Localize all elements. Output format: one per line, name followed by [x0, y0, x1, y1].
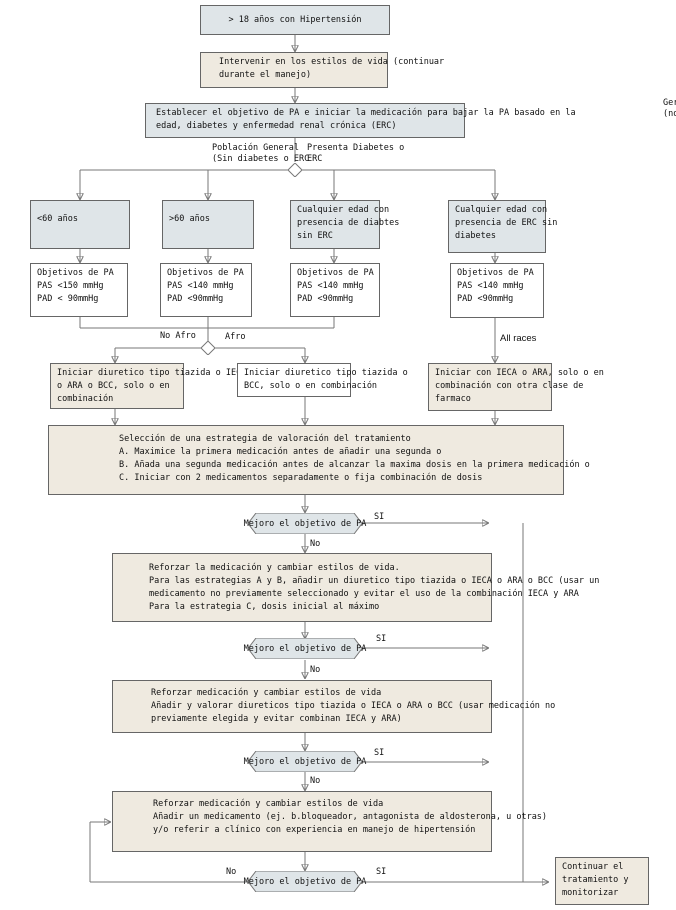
goals-erc: Objetivos de PA PAS <140 mmHg PAD <90mmH… [450, 263, 544, 318]
decision-3: Mejoro el objetivo de PA [244, 751, 366, 772]
decision-diamond [288, 163, 302, 177]
label-no-1: No [310, 539, 321, 549]
objective-line: Establecer el objetivo de PA e iniciar l… [156, 108, 576, 118]
treatment-no-afro: Iniciar diuretico tipo tiazida o IECA o … [50, 363, 246, 409]
decision-2: Mejoro el objetivo de PA [244, 638, 366, 659]
branch-label-general: Población General (Sin diabetes o ERC [212, 143, 310, 164]
label-all-races: All races [500, 333, 537, 344]
label-si-1: SI [374, 512, 385, 522]
step-1-box: Reforzar la medicación y cambiar estilos… [112, 553, 599, 622]
group-title-diabetes: Cualquier edad con presencia de diabtes … [290, 200, 399, 249]
start-box: > 18 años con Hipertensión [200, 5, 390, 35]
label-si-4: SI [376, 867, 387, 877]
lifestyle-box: Intervenir en los estilos de vida (conti… [200, 52, 445, 88]
group-title-erc: Cualquier edad con presencia de ERC sin … [448, 200, 557, 253]
treatment-all-races: Iniciar con IECA o ARA, solo o en combin… [428, 363, 604, 411]
decision-4: Mejoro el objetivo de PA [244, 871, 366, 892]
step-2-box: Reforzar medicación y cambiar estilos de… [112, 680, 555, 733]
label-no-2: No [310, 665, 321, 675]
treatment-afro: Iniciar diuretico tipo tiazida o BCC, so… [237, 363, 408, 397]
label-si-3: SI [374, 748, 385, 758]
branch-label-diabetes: Presenta Diabetes o ERC [307, 143, 405, 164]
decision-1: Mejoro el objetivo de PA [244, 513, 366, 534]
label-si-2: SI [376, 634, 387, 644]
label-no-4: No [226, 867, 237, 877]
goals-diabetes: Objetivos de PA PAS <140 mmHg PAD <90mmH… [290, 263, 380, 317]
final-box: Continuar el tratamiento y monitorizar [555, 857, 649, 905]
start-label: > 18 años con Hipertensión [228, 14, 362, 25]
step-3-box: Reforzar medicación y cambiar estilos de… [112, 791, 547, 852]
group-title-under-60: <60 años [30, 200, 130, 249]
goals-under-60: Objetivos de PA PAS <150 mmHg PAD < 90mm… [30, 263, 128, 317]
lifestyle-line: durante el manejo) [219, 70, 312, 80]
label-afro: Afro [225, 332, 246, 342]
label-no-afro: No Afro [160, 331, 196, 341]
label-no-3: No [310, 776, 321, 786]
race-diamond [201, 341, 215, 355]
edge-text: Ger (no [663, 98, 676, 119]
lifestyle-line: Intervenir en los estilos de vida (conti… [219, 57, 445, 67]
group-title-over-60: >60 años [162, 200, 254, 249]
objective-line: edad, diabetes y enfermedad renal crónic… [156, 121, 397, 131]
strategy-box: Selección de una estrategia de valoració… [48, 425, 590, 495]
goals-over-60: Objetivos de PA PAS <140 mmHg PAD <90mmH… [160, 263, 252, 317]
objective-box: Establecer el objetivo de PA e iniciar l… [145, 103, 576, 138]
